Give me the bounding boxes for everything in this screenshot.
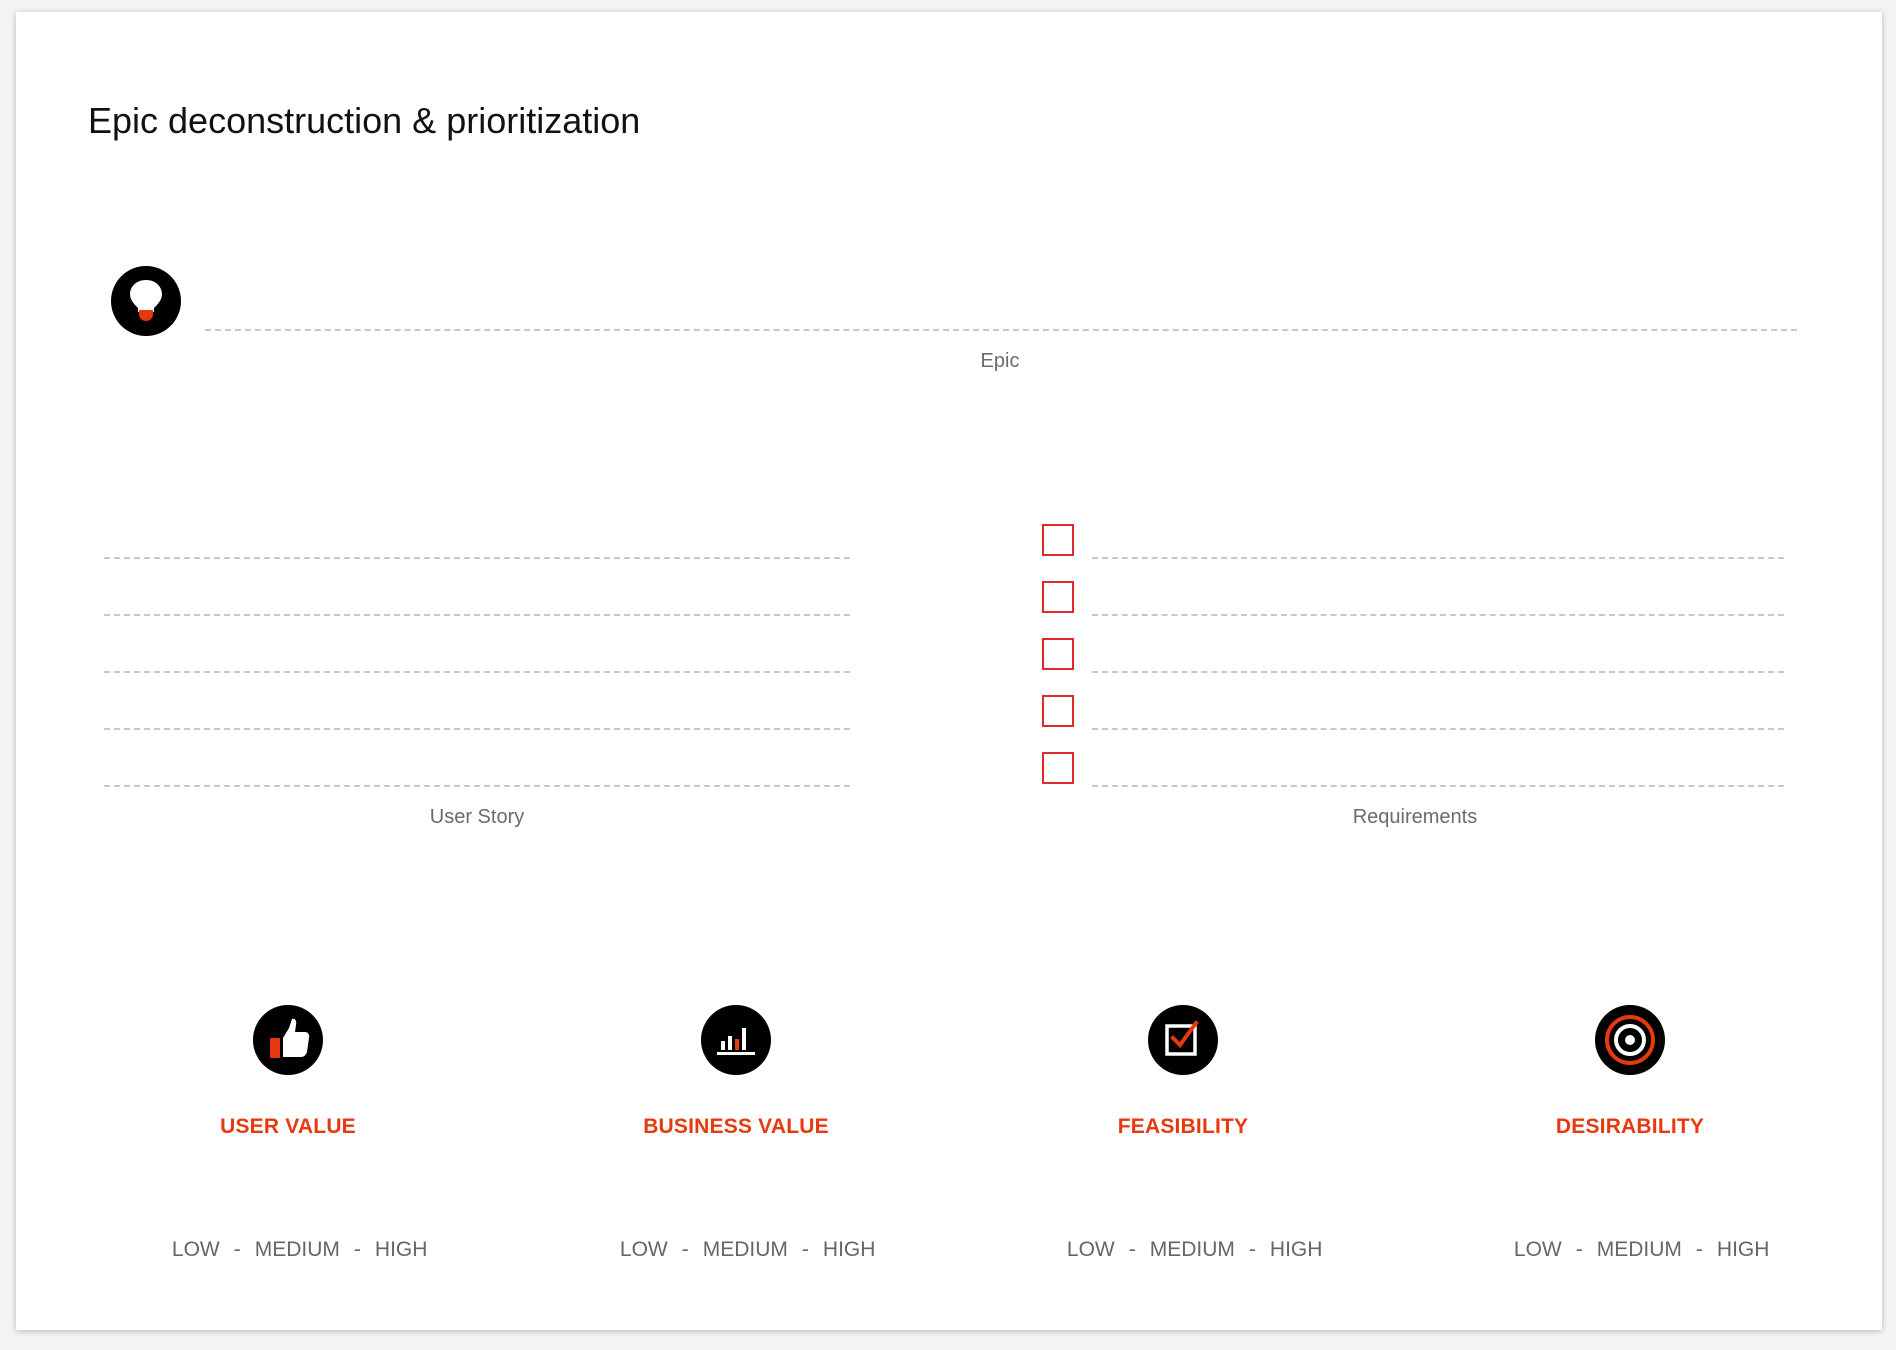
criterion-feasibility: FEASIBILITY LOW-MEDIUM-HIGH xyxy=(983,1000,1383,1261)
epic-caption: Epic xyxy=(980,350,1020,372)
requirement-line[interactable] xyxy=(1092,557,1784,559)
criterion-business-value: BUSINESS VALUE LOW-MEDIUM-HIGH xyxy=(536,1000,936,1261)
scale-high[interactable]: HIGH xyxy=(374,1238,428,1261)
requirement-checkbox[interactable] xyxy=(1042,695,1074,727)
scale-high[interactable]: HIGH xyxy=(1716,1238,1770,1261)
scale-low[interactable]: LOW xyxy=(1513,1238,1562,1261)
page-title: Epic deconstruction & prioritization xyxy=(88,100,641,141)
requirement-checkbox[interactable] xyxy=(1042,524,1074,556)
criterion-user-value: USER VALUE LOW-MEDIUM-HIGH xyxy=(88,1000,488,1261)
epic-input-line[interactable] xyxy=(205,329,1797,331)
scale-high[interactable]: HIGH xyxy=(1269,1238,1323,1261)
user-story-line[interactable] xyxy=(104,671,850,673)
requirement-checkbox[interactable] xyxy=(1042,638,1074,670)
target-icon xyxy=(1595,1005,1665,1075)
user-story-line[interactable] xyxy=(104,728,850,730)
lightbulb-icon xyxy=(111,266,181,336)
scale-low[interactable]: LOW xyxy=(1066,1238,1115,1261)
scale-low[interactable]: LOW xyxy=(171,1238,220,1261)
scale-medium[interactable]: MEDIUM xyxy=(254,1238,340,1261)
requirement-line[interactable] xyxy=(1092,728,1784,730)
value-scale: LOW-MEDIUM-HIGH xyxy=(171,1238,428,1261)
criterion-label: USER VALUE xyxy=(220,1115,356,1138)
scale-low[interactable]: LOW xyxy=(619,1238,668,1261)
requirement-checkbox[interactable] xyxy=(1042,752,1074,784)
criterion-label: FEASIBILITY xyxy=(1117,1115,1249,1138)
scale-medium[interactable]: MEDIUM xyxy=(702,1238,788,1261)
scale-medium[interactable]: MEDIUM xyxy=(1149,1238,1235,1261)
value-scale: LOW-MEDIUM-HIGH xyxy=(1066,1238,1323,1261)
user-story-line[interactable] xyxy=(104,785,850,787)
value-scale: LOW-MEDIUM-HIGH xyxy=(1513,1238,1770,1261)
value-scale: LOW-MEDIUM-HIGH xyxy=(619,1238,876,1261)
thumbs-up-icon xyxy=(253,1005,323,1075)
scale-high[interactable]: HIGH xyxy=(822,1238,876,1261)
requirement-line[interactable] xyxy=(1092,785,1784,787)
requirements-caption: Requirements xyxy=(1352,806,1478,828)
criterion-desirability: DESIRABILITY LOW-MEDIUM-HIGH xyxy=(1430,1000,1830,1261)
criterion-label: BUSINESS VALUE xyxy=(643,1115,829,1138)
requirement-line[interactable] xyxy=(1092,671,1784,673)
user-story-line[interactable] xyxy=(104,557,850,559)
requirement-line[interactable] xyxy=(1092,614,1784,616)
checkbox-icon xyxy=(1148,1005,1218,1075)
criterion-label: DESIRABILITY xyxy=(1555,1115,1705,1138)
user-story-line[interactable] xyxy=(104,614,850,616)
bar-chart-icon xyxy=(701,1005,771,1075)
user-story-caption: User Story xyxy=(429,806,525,828)
requirement-checkbox[interactable] xyxy=(1042,581,1074,613)
scale-medium[interactable]: MEDIUM xyxy=(1596,1238,1682,1261)
